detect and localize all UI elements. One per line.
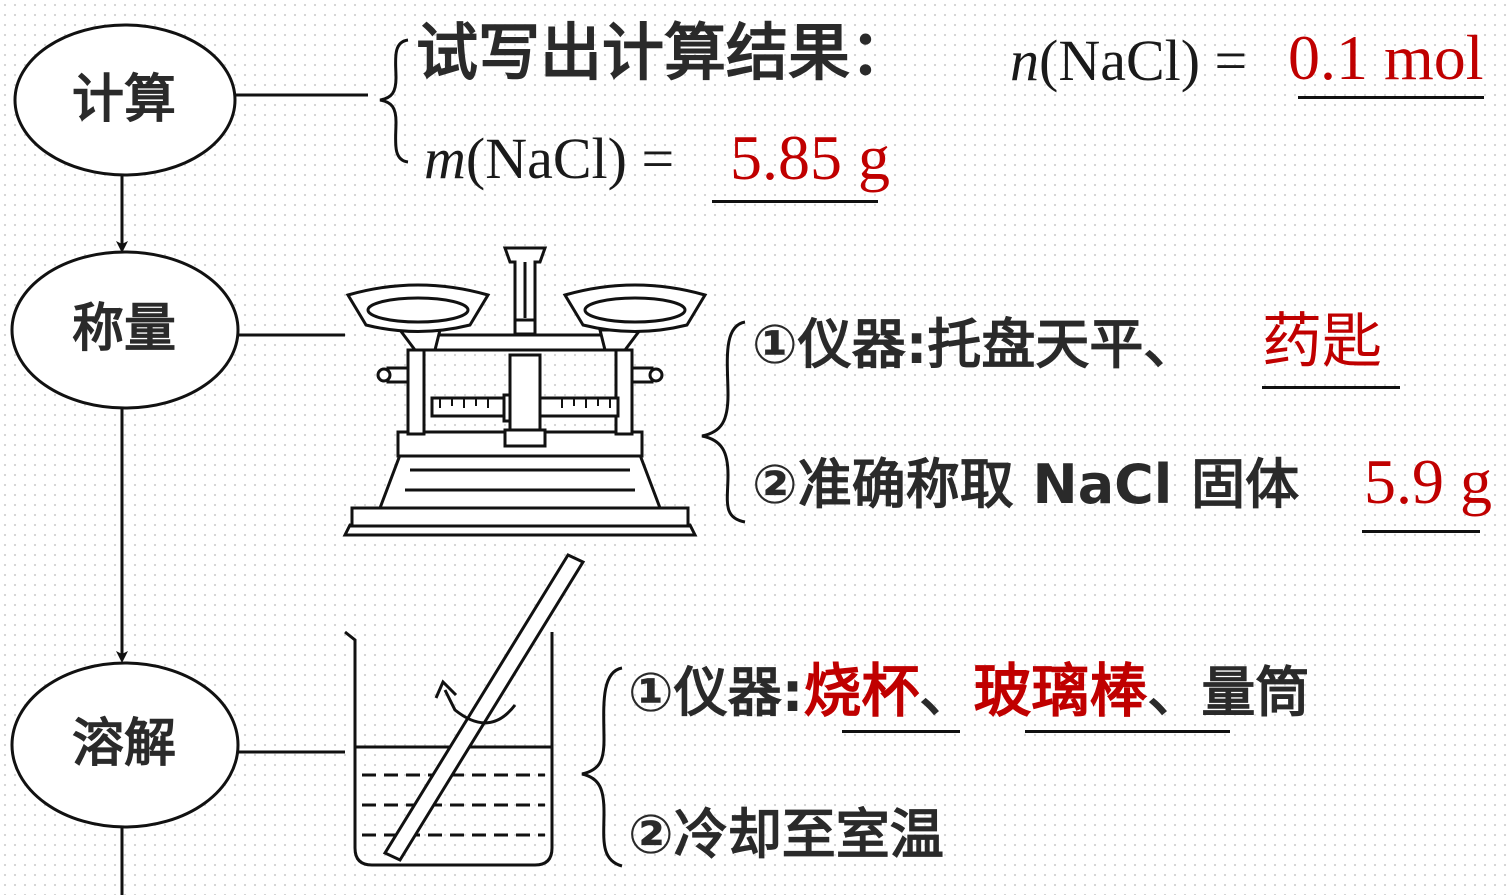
dissolve-answer-glass-rod: 玻璃棒 xyxy=(973,657,1148,725)
dissolve-item1: ①仪器:烧杯、玻璃棒、量筒 xyxy=(628,662,1309,720)
dissolve-answer-beaker: 烧杯 xyxy=(803,657,920,725)
calc-n-var: n xyxy=(1010,28,1039,93)
calc-m-var: m xyxy=(424,126,466,191)
step-calc-label: 计算 xyxy=(72,70,177,130)
dissolve-item1-prefix: ①仪器: xyxy=(628,661,804,724)
weigh-item1-underline xyxy=(1262,386,1400,389)
bracket-calc xyxy=(379,38,409,164)
calc-n-answer: 0.1 mol xyxy=(1288,22,1484,93)
dissolve-answer-beaker-underline xyxy=(842,730,960,733)
calc-n-expr: (NaCl) = xyxy=(1039,28,1248,93)
bracket-dissolve xyxy=(581,666,623,868)
dissolve-answer-glass-rod-underline xyxy=(1025,730,1230,733)
calc-n-answer-underline xyxy=(1298,96,1484,99)
beaker-illustration xyxy=(344,553,586,867)
calc-m-expr: (NaCl) = xyxy=(465,126,675,191)
calc-m-answer-underline xyxy=(712,200,878,203)
step-weigh-label: 称量 xyxy=(72,299,177,359)
step-dissolve-ellipse xyxy=(10,661,240,829)
balance-illustration xyxy=(342,246,708,537)
weigh-item2-prefix: ②准确称取 NaCl 固体 xyxy=(752,453,1300,516)
bracket-weigh xyxy=(701,320,746,524)
step-calc-ellipse xyxy=(13,23,237,177)
weigh-item2-answer: 5.9 g xyxy=(1364,446,1492,517)
weigh-item2-underline xyxy=(1362,530,1480,533)
dissolve-sep2: 、量筒 xyxy=(1147,661,1310,724)
weigh-item1-answer: 药匙 xyxy=(1262,307,1382,377)
dissolve-sep1: 、 xyxy=(919,661,974,724)
calc-m-label: m(NaCl) = xyxy=(424,130,674,188)
dissolve-item2: ②冷却至室温 xyxy=(628,803,944,866)
weigh-item1-prefix: ①仪器:托盘天平、 xyxy=(752,313,1198,376)
calc-prompt: 试写出计算结果： xyxy=(416,16,913,89)
step-dissolve-label: 溶解 xyxy=(72,714,177,774)
calc-n-label: n(NaCl) = xyxy=(1010,32,1247,90)
calc-m-answer: 5.85 g xyxy=(730,122,890,193)
